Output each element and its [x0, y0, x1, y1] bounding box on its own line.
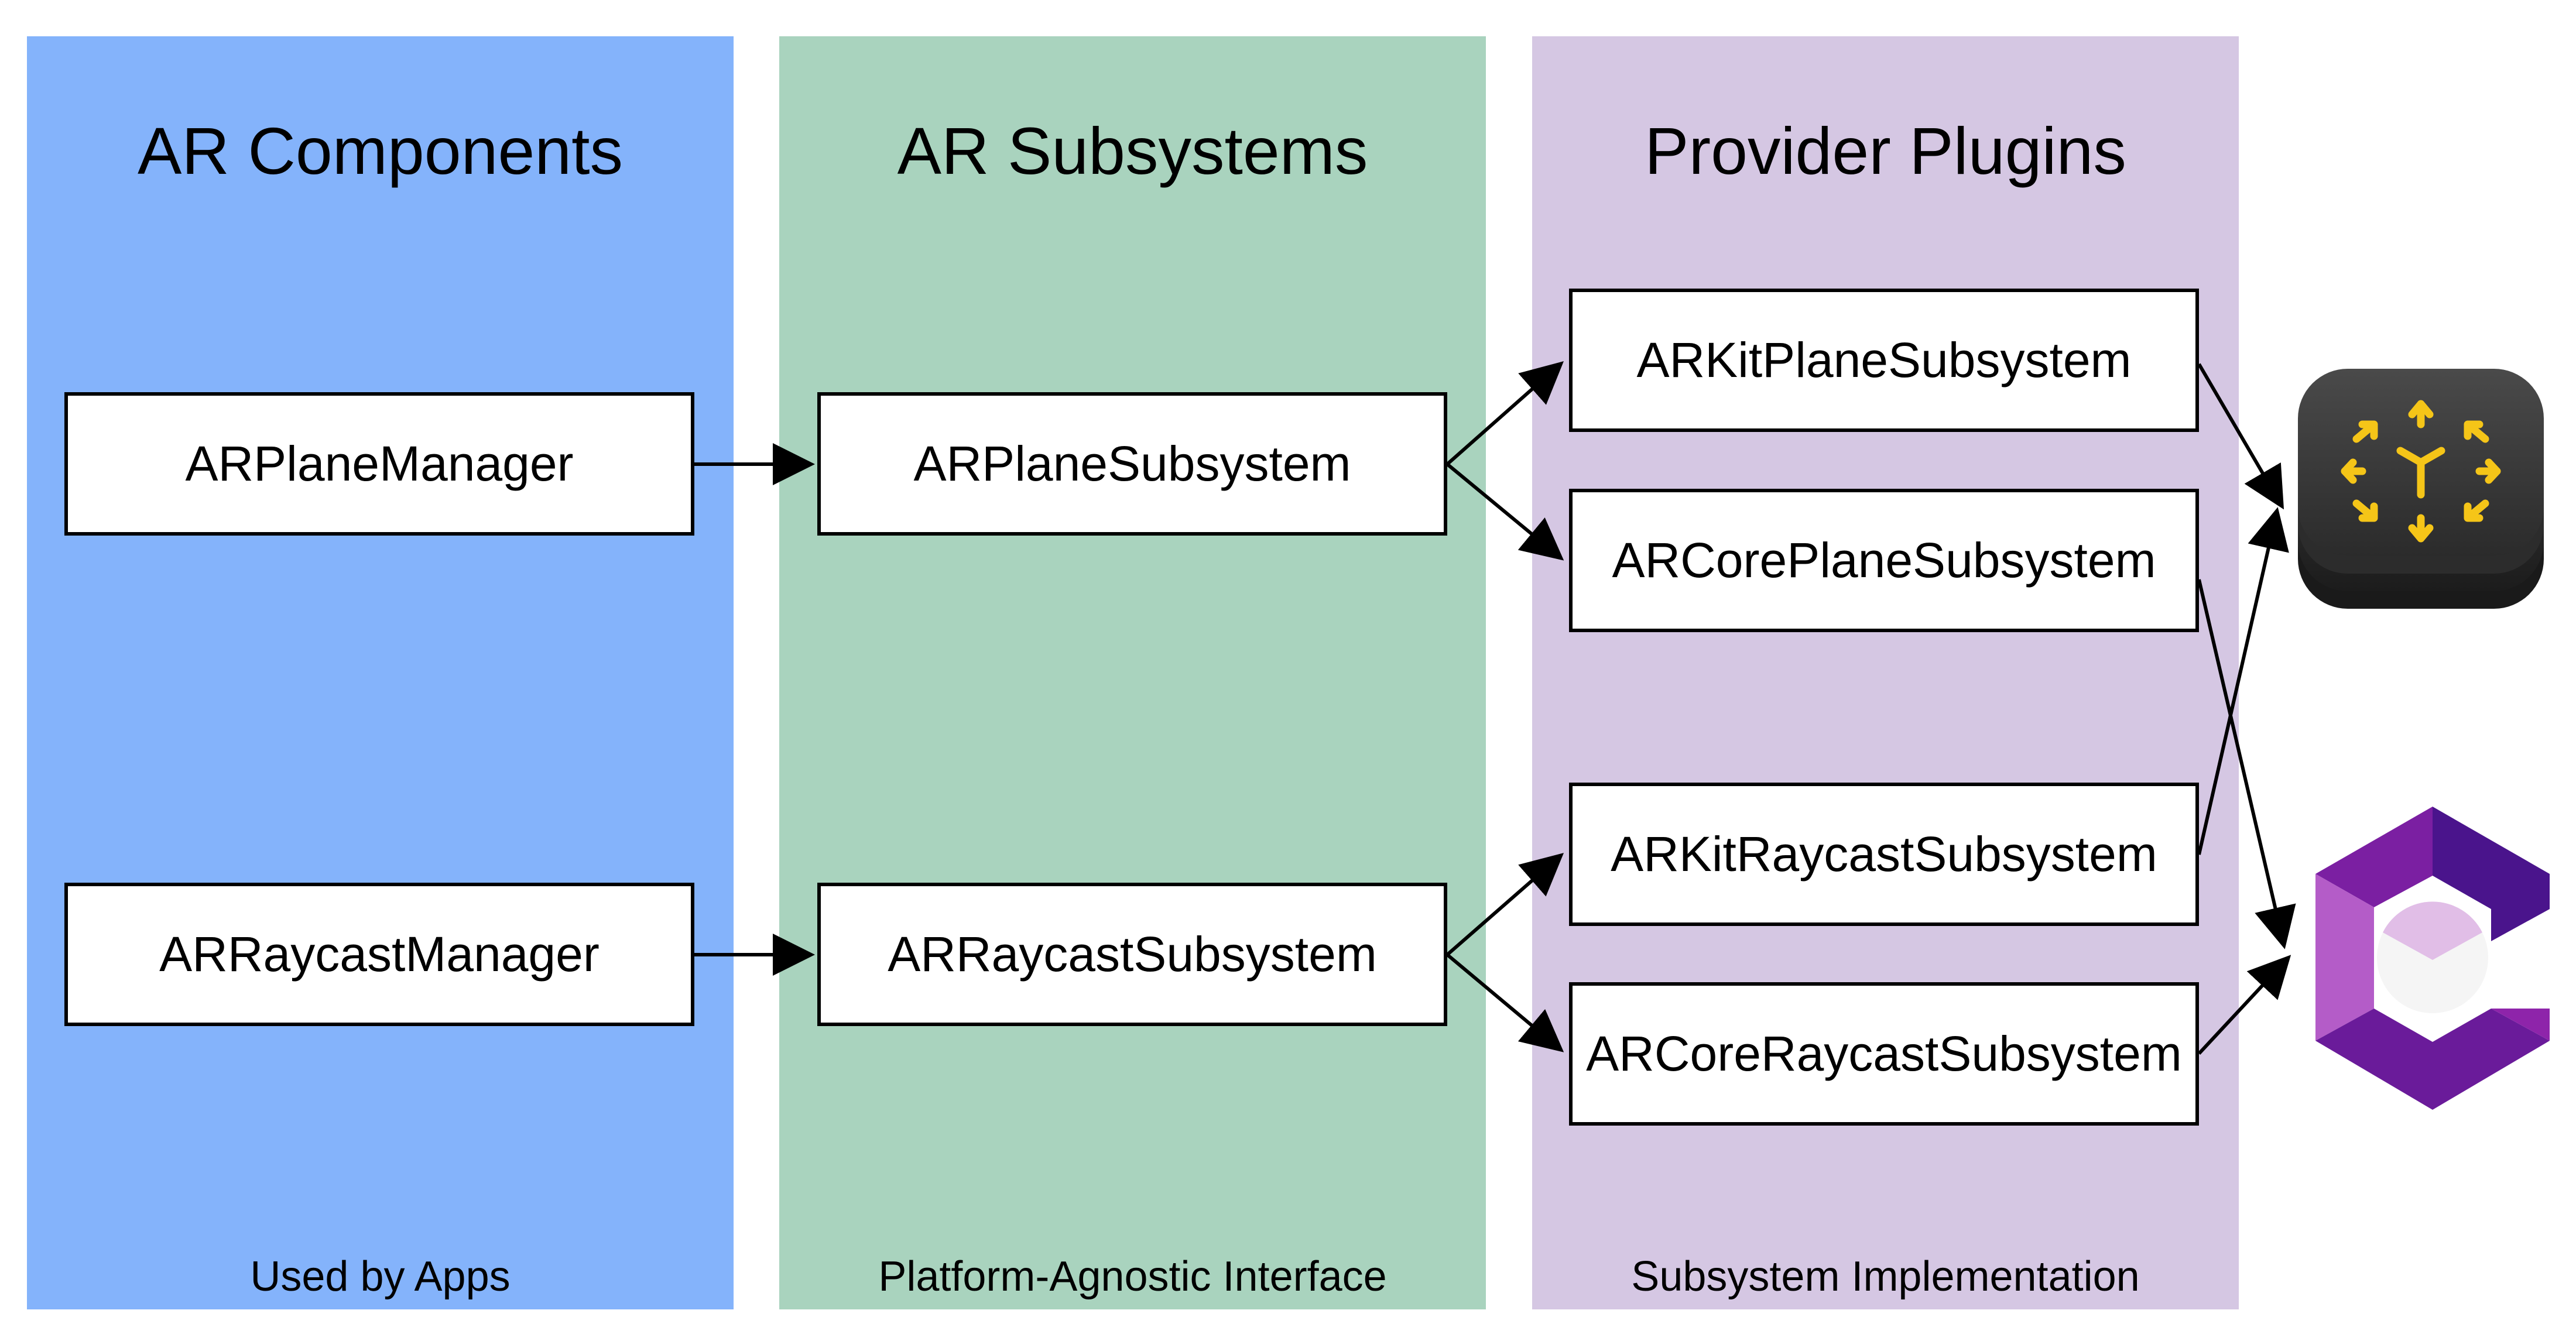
lane-title: AR Components — [137, 114, 624, 188]
box-label: ARPlaneManager — [185, 436, 574, 491]
box-label: ARRaycastSubsystem — [888, 927, 1377, 982]
box-label: ARKitPlaneSubsystem — [1636, 332, 2132, 387]
arrow-plane-subsystem-to-arkit — [1446, 361, 1564, 466]
lane-footer: Platform-Agnostic Interface — [878, 1253, 1387, 1300]
arcore-logo-icon — [2315, 807, 2550, 1110]
arrow-raycast-subsystem-to-arcore — [1446, 953, 1564, 1052]
arrow-arkit-plane-to-arkit-logo — [2197, 363, 2284, 510]
arrow-arcore-raycast-to-arcore-logo — [2197, 955, 2291, 1055]
box-arcore-raycast-subsystem: ARCoreRaycastSubsystem — [1569, 982, 2199, 1126]
lane-title: AR Subsystems — [897, 114, 1368, 188]
box-ar-plane-subsystem: ARPlaneSubsystem — [817, 392, 1447, 536]
box-label: ARCorePlaneSubsystem — [1612, 533, 2156, 588]
arrow-plane-subsystem-to-arcore — [1446, 462, 1564, 561]
box-ar-raycast-manager: ARRaycastManager — [64, 883, 694, 1026]
box-arcore-plane-subsystem: ARCorePlaneSubsystem — [1569, 489, 2199, 632]
arrow-arkit-raycast-to-arkit-logo — [2197, 507, 2289, 855]
arrow-raycast-subsystem-to-arkit — [1446, 853, 1564, 956]
box-ar-raycast-subsystem: ARRaycastSubsystem — [817, 883, 1447, 1026]
box-label: ARRaycastManager — [159, 927, 600, 982]
box-label: ARCoreRaycastSubsystem — [1586, 1026, 2182, 1081]
box-arkit-raycast-subsystem: ARKitRaycastSubsystem — [1569, 783, 2199, 926]
lane-ar-subsystems: AR Subsystems Platform-Agnostic Interfac… — [779, 36, 1486, 1309]
box-ar-plane-manager: ARPlaneManager — [64, 392, 694, 536]
lane-ar-components: AR Components Used by Apps — [27, 36, 734, 1309]
lane-footer: Used by Apps — [250, 1253, 511, 1300]
arkit-logo-icon — [2298, 369, 2544, 609]
box-label: ARKitRaycastSubsystem — [1611, 826, 2157, 882]
box-arkit-plane-subsystem: ARKitPlaneSubsystem — [1569, 289, 2199, 432]
lane-title: Provider Plugins — [1645, 114, 2126, 188]
arrow-arcore-plane-to-arcore-logo — [2197, 579, 2296, 949]
box-label: ARPlaneSubsystem — [913, 436, 1351, 491]
lane-footer: Subsystem Implementation — [1631, 1253, 2140, 1300]
